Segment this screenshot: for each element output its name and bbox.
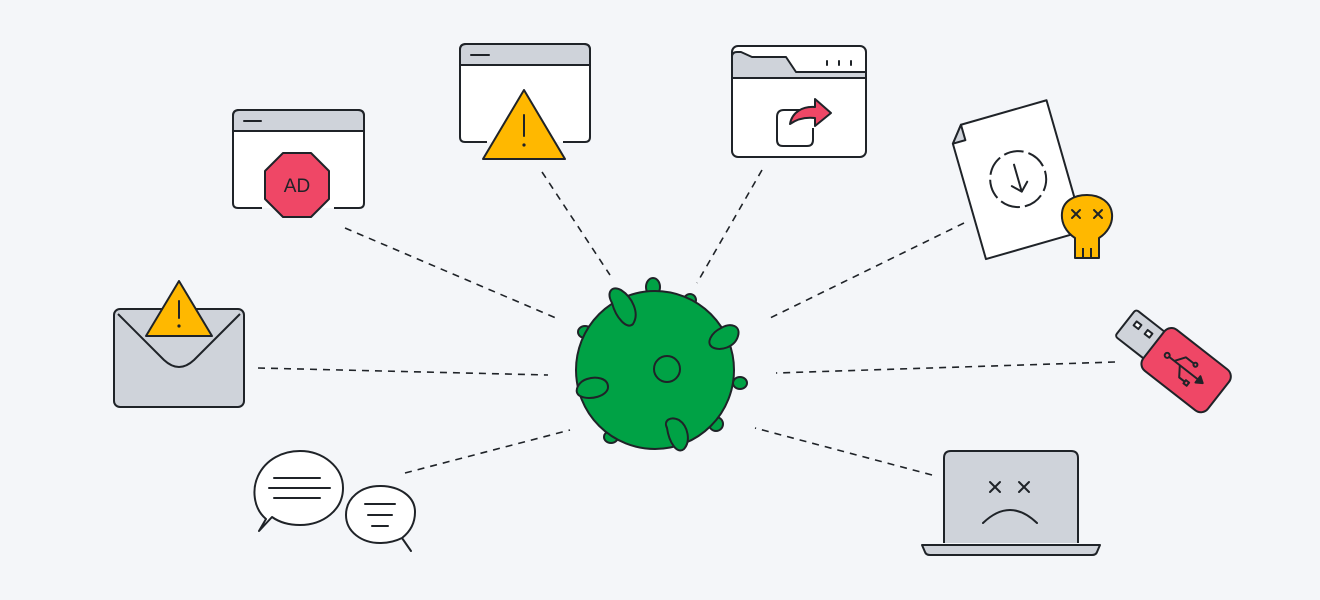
browser-redirect-icon — [731, 45, 867, 158]
infected-download-icon — [951, 99, 1114, 261]
chat-bubble-small — [345, 485, 416, 552]
connector-browser-redirect — [696, 169, 763, 284]
email-warning-icon — [113, 280, 245, 408]
ad-popup-window-icon: AD — [232, 109, 365, 218]
ad-stop-sign-icon: AD — [264, 152, 330, 218]
connector-browser-warning — [541, 171, 611, 276]
connector-lines — [257, 169, 1116, 476]
chat-bubbles-icon — [253, 450, 416, 552]
connector-email — [257, 367, 549, 376]
chat-bubble-large — [253, 450, 344, 532]
connector-infected-download — [765, 222, 965, 321]
connector-usb — [775, 361, 1116, 374]
connector-chat — [404, 429, 571, 474]
virus-icon — [575, 277, 748, 452]
browser-warning-icon — [459, 43, 591, 160]
skull-icon — [1060, 194, 1114, 259]
redirect-arrow-icon — [776, 98, 832, 147]
warning-triangle-icon — [482, 89, 566, 160]
sad-laptop-icon — [921, 450, 1101, 556]
connector-laptop — [754, 427, 933, 476]
ad-badge-text: AD — [284, 176, 310, 197]
usb-drive-icon — [1115, 309, 1232, 414]
connector-ad-popup — [344, 227, 557, 319]
email-warning-triangle-icon — [145, 280, 213, 337]
